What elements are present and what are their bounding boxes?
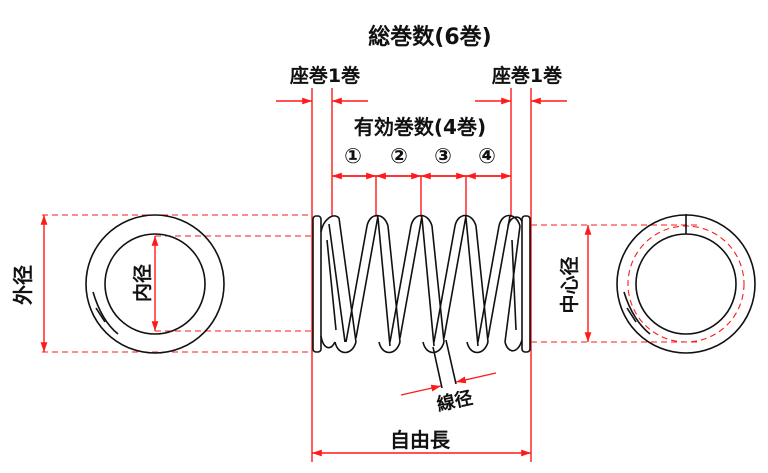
end-view-left	[85, 214, 225, 354]
spring-side-view	[312, 214, 531, 354]
inner-diameter-label: 内径	[131, 264, 154, 302]
coil-number-2: ②	[390, 144, 408, 168]
seat-coil-right-label: 座巻1巻	[492, 64, 563, 87]
projection-lines	[42, 214, 700, 353]
wire-diameter-dimension	[400, 339, 497, 396]
outer-diameter-label: 外径	[11, 265, 35, 305]
extension-lines	[311, 88, 532, 462]
seat-coil-left-label: 座巻1巻	[290, 64, 361, 87]
coil-number-4: ④	[478, 144, 496, 168]
coil-number-1: ①	[344, 144, 362, 168]
wire-diameter-label: 線径	[435, 387, 475, 416]
free-length-label: 自由長	[390, 428, 451, 452]
end-view-right	[616, 214, 756, 354]
total-coils-label: 総巻数(6巻)	[368, 24, 491, 50]
mean-diameter-label: 中心径	[558, 256, 581, 313]
coil-number-3: ③	[434, 144, 452, 168]
active-coils-label: 有効巻数(4巻)	[354, 115, 486, 139]
